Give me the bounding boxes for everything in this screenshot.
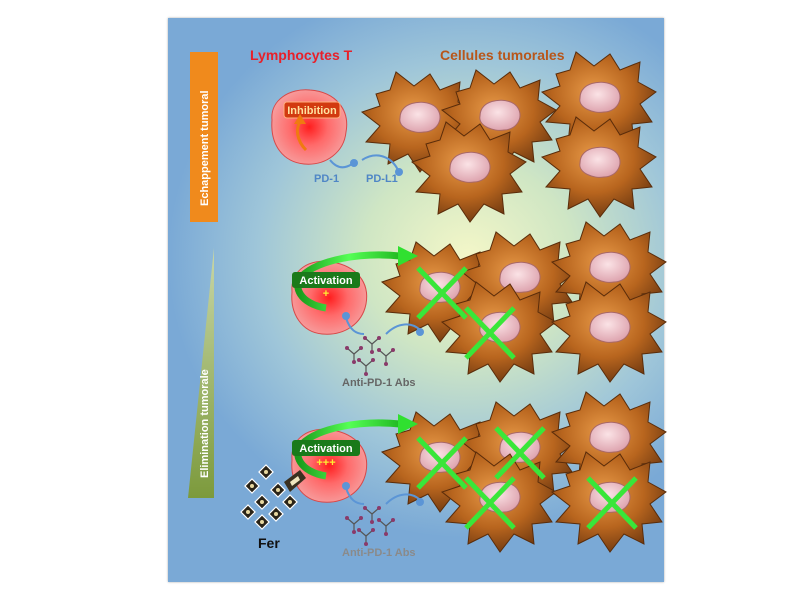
antibody-label-1: Anti-PD-1 Abs	[342, 377, 416, 389]
antibodies-2	[344, 505, 396, 547]
activation-box-1	[292, 272, 360, 288]
tumor-cells-title: Cellules tumorales	[440, 47, 565, 63]
lymphocytes-title: Lymphocytes T	[250, 47, 353, 63]
activation-label-1: Activation	[299, 275, 352, 287]
pdl1-ligand-head-3	[416, 498, 424, 506]
escape-label: Echappement tumoral	[199, 90, 211, 206]
tumor-cluster-elimination-1	[381, 221, 667, 383]
activation-arrow-head-1	[398, 246, 418, 266]
iron-delivery-tip	[284, 470, 306, 492]
activation-level-2: +++	[316, 457, 335, 469]
inhibition-label: Inhibition	[287, 105, 337, 117]
lymphocyte-inhibited	[271, 89, 348, 165]
tumor-cross-marks-2	[416, 426, 638, 530]
pd1-receptor-head-3	[342, 482, 350, 490]
pd1-receptor-head-2	[342, 312, 350, 320]
pdl1-ligand-head	[395, 168, 403, 176]
activation-label-2: Activation	[299, 443, 352, 455]
pdl1-ligand-3	[385, 493, 421, 505]
pdl1-ligand	[361, 154, 399, 171]
tumor-cluster-elimination-2	[381, 391, 667, 553]
inhibition-arrow-head	[294, 114, 306, 124]
tumor-cross-marks-1	[416, 266, 516, 360]
pd1-label: PD-1	[314, 173, 339, 185]
pd1-receptor-3	[345, 487, 365, 505]
escape-bar	[190, 52, 218, 222]
antibodies-1	[344, 335, 396, 377]
pd1-receptor	[329, 159, 353, 169]
pd1-receptor-2	[345, 317, 365, 335]
activation-level-1: +	[323, 288, 329, 300]
elimination-label: Elimination tumorale	[199, 369, 211, 478]
activation-box-2	[292, 440, 360, 456]
pdl1-label: PD-L1	[366, 173, 398, 185]
activation-arrow-head-2	[398, 414, 418, 434]
elimination-wedge	[188, 248, 214, 498]
iron-label: Fer	[258, 535, 280, 551]
tumor-cluster-escape	[361, 51, 657, 223]
iron-particles	[240, 464, 298, 530]
pdl1-ligand-head-2	[416, 328, 424, 336]
pd1-receptor-head	[350, 159, 358, 167]
antibody-label-2: Anti-PD-1 Abs	[342, 547, 416, 559]
inhibition-box	[283, 101, 341, 119]
pdl1-ligand-2	[385, 323, 421, 335]
